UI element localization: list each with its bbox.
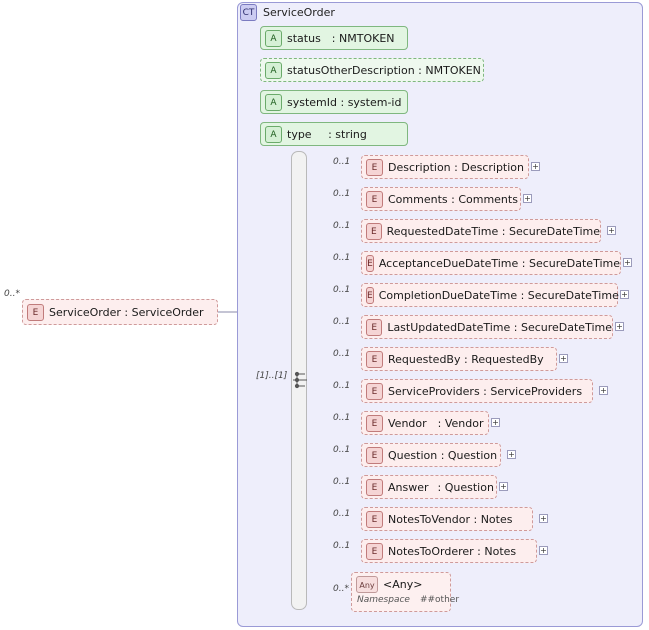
element-label-completionduedatetime: CompletionDueDateTime : SecureDateTime	[378, 288, 619, 302]
element-node-notestovendor[interactable]: E NotesToVendor : Notes	[361, 507, 536, 534]
expand-plus-icon[interactable]: +	[499, 482, 508, 491]
expand-plus-icon[interactable]: +	[615, 322, 624, 331]
attribute-node-status[interactable]: A status : NMTOKEN	[260, 26, 408, 50]
element-label-vendor: Vendor : Vendor	[388, 416, 484, 430]
element-node-comments[interactable]: E Comments : Comments	[361, 187, 521, 211]
element-occurrence-label: 0..1	[333, 189, 351, 199]
attribute-node-statusotherdescription[interactable]: A statusOtherDescription : NMTOKEN	[260, 58, 487, 85]
element-occurrence-label: 0..1	[333, 221, 351, 231]
expand-plus-icon[interactable]: +	[623, 258, 632, 267]
element-badge-icon: E	[366, 414, 383, 432]
any-namespace-value: ##other	[419, 595, 460, 605]
element-node-serviceproviders[interactable]: E ServiceProviders : ServiceProviders	[361, 379, 596, 406]
attribute-label-systemid: systemId : system-id	[287, 95, 402, 109]
any-badge-icon: Any	[356, 576, 378, 593]
any-header-row: Any <Any>	[356, 576, 422, 593]
expand-plus-icon[interactable]: +	[607, 226, 616, 235]
attribute-node-systemid[interactable]: A systemId : system-id	[260, 90, 408, 114]
element-node-completionduedatetime[interactable]: E CompletionDueDateTime : SecureDateTime	[361, 283, 619, 307]
element-label-description: Description : Description	[388, 160, 524, 174]
element-label-serviceproviders: ServiceProviders : ServiceProviders	[388, 384, 583, 398]
root-element-label: ServiceOrder : ServiceOrder	[49, 305, 204, 319]
any-occurrence-label: 0..*	[333, 584, 349, 594]
element-occurrence-label: 0..1	[333, 509, 351, 519]
attribute-badge-icon: A	[265, 93, 282, 111]
element-badge-icon: E	[366, 158, 383, 176]
sequence-compositor-icon	[293, 371, 307, 389]
expand-plus-icon[interactable]: +	[507, 450, 516, 459]
expand-plus-icon[interactable]: +	[599, 386, 608, 395]
attribute-label-statusotherdescription: statusOtherDescription : NMTOKEN	[287, 63, 481, 77]
expand-plus-icon[interactable]: +	[539, 546, 548, 555]
element-label-requestedby: RequestedBy : RequestedBy	[388, 352, 544, 366]
element-label-requesteddatetime: RequestedDateTime : SecureDateTime	[386, 224, 600, 238]
element-occurrence-label: 0..1	[333, 157, 351, 167]
element-badge-icon: E	[366, 286, 374, 304]
attribute-badge-icon: A	[265, 29, 282, 47]
element-node-vendor[interactable]: E Vendor : Vendor	[361, 411, 489, 435]
any-namespace-row: Namespace ##other	[356, 595, 459, 605]
element-badge-icon: E	[366, 190, 383, 208]
element-badge-icon: E	[366, 382, 383, 400]
element-node-description[interactable]: E Description : Description	[361, 155, 529, 179]
attribute-badge-icon: A	[265, 125, 282, 143]
element-label-comments: Comments : Comments	[388, 192, 518, 206]
attribute-node-type[interactable]: A type : string	[260, 122, 408, 146]
complextype-title: ServiceOrder	[263, 6, 335, 19]
element-occurrence-label: 0..1	[333, 317, 351, 327]
element-node-requesteddatetime[interactable]: E RequestedDateTime : SecureDateTime	[361, 219, 604, 246]
element-badge-icon: E	[366, 446, 383, 464]
any-label: <Any>	[383, 578, 423, 591]
element-label-question: Question : Question	[388, 448, 498, 462]
expand-plus-icon[interactable]: +	[523, 194, 532, 203]
element-badge-icon: E	[366, 222, 382, 240]
element-badge-icon: E	[366, 350, 383, 368]
any-node[interactable]: Any <Any> Namespace ##other	[351, 572, 459, 612]
any-namespace-label: Namespace	[357, 595, 410, 605]
expand-plus-icon[interactable]: +	[539, 514, 548, 523]
element-occurrence-label: 0..1	[333, 381, 351, 391]
element-occurrence-label: 0..1	[333, 349, 351, 359]
element-label-notestoorderer: NotesToOrderer : Notes	[388, 544, 517, 558]
sequence-occurrence-label: [1]..[1]	[256, 371, 288, 381]
attribute-badge-icon: A	[265, 61, 282, 79]
element-badge-icon: E	[366, 542, 383, 560]
root-occurrence-label: 0..*	[4, 289, 20, 299]
element-node-notestoorderer[interactable]: E NotesToOrderer : Notes	[361, 539, 537, 563]
element-occurrence-label: 0..1	[333, 413, 351, 423]
element-label-notestovendor: NotesToVendor : Notes	[388, 512, 513, 526]
element-label-answer: Answer : Question	[388, 480, 494, 494]
attribute-label-status: status : NMTOKEN	[287, 31, 395, 45]
element-label-lastupdateddatetime: LastUpdatedDateTime : SecureDateTime	[387, 320, 612, 334]
element-occurrence-label: 0..1	[333, 477, 351, 487]
element-badge-icon: E	[366, 510, 383, 528]
complextype-header: CT ServiceOrder	[240, 4, 335, 21]
element-node-lastupdateddatetime[interactable]: E LastUpdatedDateTime : SecureDateTime	[361, 315, 613, 339]
element-badge-icon: E	[366, 478, 383, 496]
element-occurrence-label: 0..1	[333, 541, 351, 551]
expand-plus-icon[interactable]: +	[531, 162, 540, 171]
element-node-requestedby[interactable]: E RequestedBy : RequestedBy	[361, 347, 557, 371]
complextype-badge-icon: CT	[240, 4, 257, 21]
attribute-label-type: type : string	[287, 127, 367, 141]
element-badge-icon: E	[27, 303, 44, 321]
element-occurrence-label: 0..1	[333, 445, 351, 455]
element-occurrence-label: 0..1	[333, 253, 351, 263]
expand-plus-icon[interactable]: +	[620, 290, 629, 299]
element-node-question[interactable]: E Question : Question	[361, 443, 504, 470]
expand-plus-icon[interactable]: +	[559, 354, 568, 363]
element-badge-icon: E	[366, 254, 374, 272]
element-label-acceptanceduedatetime: AcceptanceDueDateTime : SecureDateTime	[378, 256, 620, 270]
element-node-answer[interactable]: E Answer : Question	[361, 475, 497, 499]
expand-plus-icon[interactable]: +	[491, 418, 500, 427]
root-element-node[interactable]: E ServiceOrder : ServiceOrder	[22, 299, 218, 325]
element-badge-icon: E	[366, 318, 383, 336]
element-node-acceptanceduedatetime[interactable]: E AcceptanceDueDateTime : SecureDateTime	[361, 251, 621, 275]
element-occurrence-label: 0..1	[333, 285, 351, 295]
